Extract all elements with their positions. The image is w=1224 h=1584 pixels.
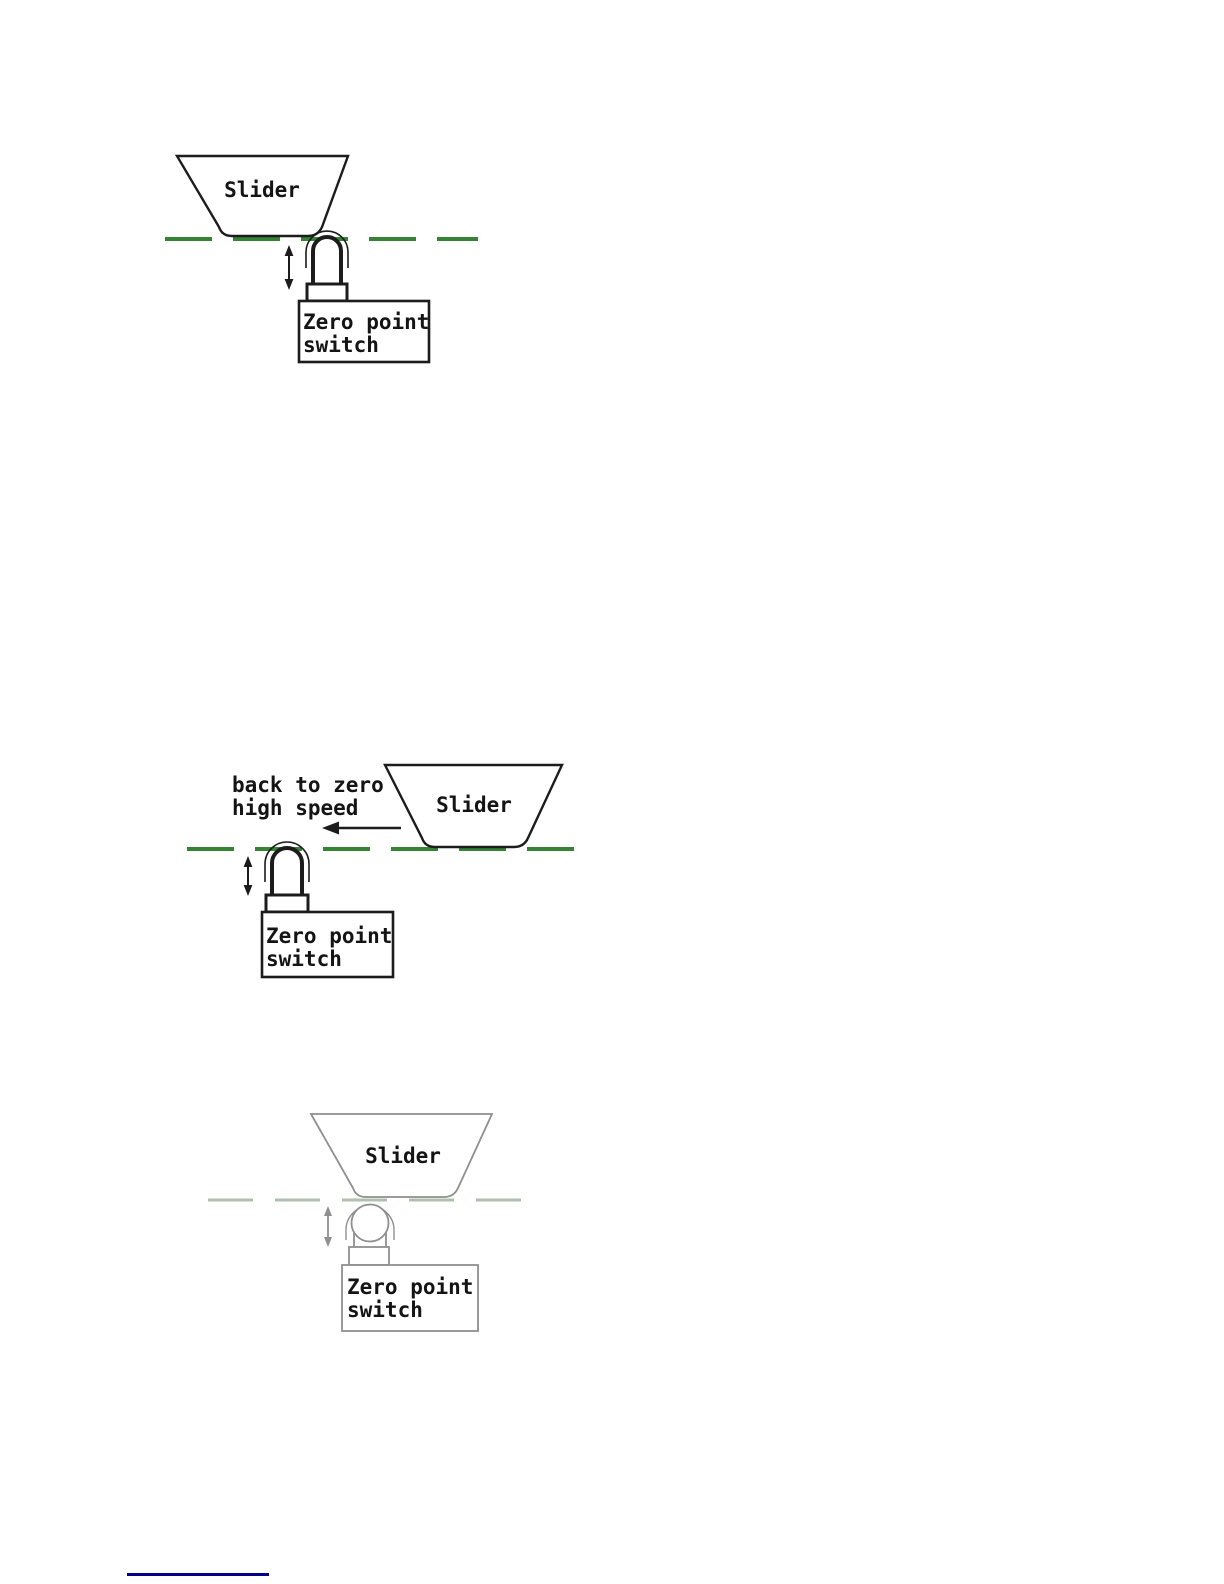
- switch-collar: [305, 282, 349, 303]
- annotation-line1: back to zero: [232, 773, 384, 797]
- travel-arrow: [324, 1206, 332, 1247]
- slider-label: Slider: [436, 793, 512, 817]
- annotation-line2: high speed: [232, 796, 358, 820]
- roller-outer-outline: [305, 230, 349, 268]
- travel-arrow: [284, 245, 294, 290]
- travel-arrow: [243, 856, 253, 896]
- switch-label-line1: Zero point: [347, 1275, 473, 1299]
- figure-back-to-zero: back to zero high speed Slider Zero poin…: [187, 763, 575, 979]
- direction-arrow-left: [322, 821, 401, 835]
- switch-plunger: [311, 235, 343, 288]
- switch-label-line2: switch: [303, 333, 379, 357]
- switch-label-line2: switch: [266, 947, 342, 971]
- switch-label-line2: switch: [347, 1298, 423, 1322]
- switch-body: [297, 299, 431, 364]
- switch-label-line1: Zero point: [303, 310, 429, 334]
- switch-body: [260, 910, 395, 979]
- slider-shape: [309, 1113, 494, 1198]
- switch-body: [341, 1264, 479, 1332]
- slider-shape: [383, 763, 564, 849]
- figure-slider-approaching: Slider Zero point switch: [165, 154, 478, 364]
- hyperlink-underline[interactable]: [127, 1573, 269, 1576]
- switch-collar: [264, 893, 310, 914]
- switch-label-line1: Zero point: [266, 924, 392, 948]
- roller-outer-outline: [264, 841, 310, 882]
- switch-collar: [348, 1246, 390, 1266]
- slider-label: Slider: [224, 178, 300, 202]
- switch-roller: [350, 1203, 390, 1243]
- figure-slider-at-switch: Slider Zero point switch: [208, 1113, 527, 1332]
- switch-plunger: [270, 846, 304, 897]
- slider-label: Slider: [365, 1144, 441, 1168]
- slider-shape: [174, 154, 350, 238]
